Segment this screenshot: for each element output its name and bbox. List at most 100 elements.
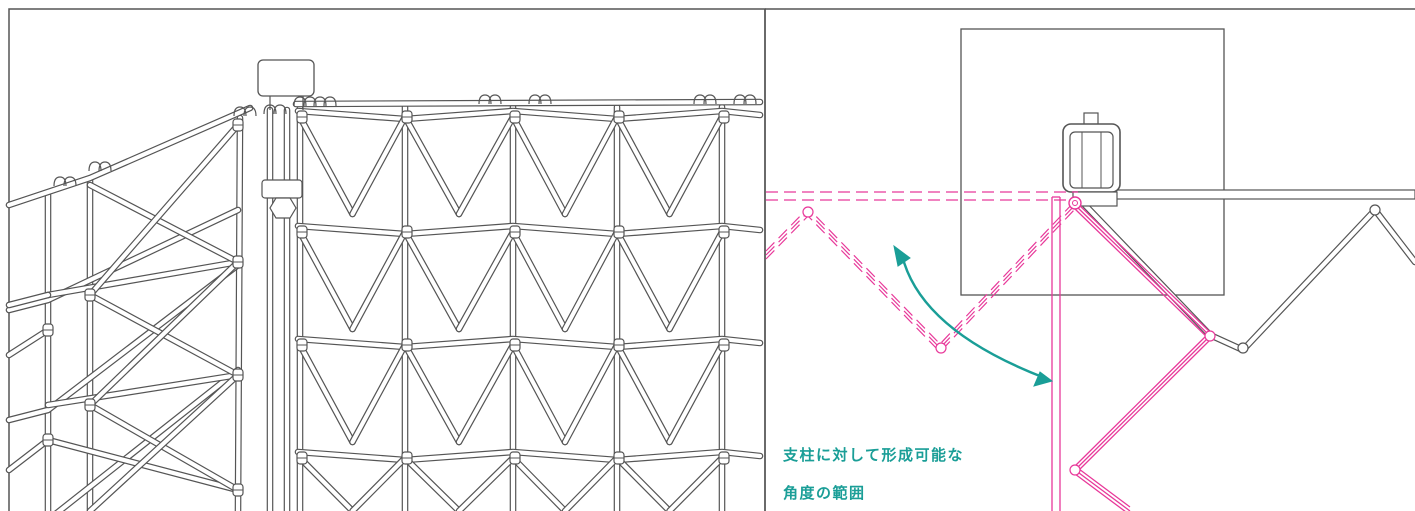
front-diag-b-1-0 — [349, 228, 409, 333]
side-joint-7 — [232, 118, 244, 132]
front-diag-b-0-1-core — [456, 114, 516, 217]
side-top-rail-core — [6, 105, 253, 208]
front-diag-a-0-0 — [296, 113, 356, 218]
top-hook-5 — [733, 94, 757, 105]
side-hook-3 — [263, 104, 287, 115]
grey-hinge-bottom — [1237, 342, 1249, 354]
side-horizontal-rod-1 — [5, 261, 242, 424]
pink-dashed-zigzag-strand-0 — [765, 200, 1076, 345]
front-diag-a-0-1-core — [402, 114, 462, 217]
bracket-plate — [960, 28, 1225, 296]
side-joint-6 — [84, 398, 96, 412]
front-joint-2-1 — [401, 338, 413, 352]
front-diag-a-0-2-core — [510, 114, 568, 217]
front-diag-b-3-0-core — [350, 455, 408, 511]
front-diag-a-0-1 — [401, 113, 463, 218]
pink-solid-zigzag-strand-1 — [1074, 204, 1211, 511]
front-diag-b-3-1 — [455, 454, 517, 511]
front-joint-0-0 — [296, 110, 308, 124]
front-diag-a-0-2 — [509, 113, 569, 218]
front-diag-a-1-0-core — [297, 229, 355, 332]
grey-hinge-top — [1369, 204, 1381, 216]
front-diag-a-1-1-core — [402, 229, 462, 332]
front-joint-2-3 — [613, 338, 625, 352]
front-diag-b-2-1 — [455, 341, 517, 446]
front-diag-a-3-2 — [509, 454, 569, 511]
front-diag-b-3-3 — [666, 454, 726, 511]
front-joint-2-2 — [509, 338, 521, 352]
front-diag-b-2-0 — [349, 341, 409, 446]
front-diag-a-1-0 — [296, 228, 356, 333]
side-joint-4 — [232, 483, 244, 497]
side-hook-2 — [233, 106, 257, 117]
side-row-b — [44, 371, 242, 409]
side-diag-3 — [86, 258, 242, 409]
front-diag-b-3-1-core — [456, 455, 516, 511]
front-diag-b-0-1 — [455, 113, 517, 218]
side-diag-5 — [5, 326, 52, 359]
pink-dashed-zigzag-strand-1 — [765, 204, 1076, 349]
front-diag-b-0-2 — [561, 113, 621, 218]
side-diag-7 — [5, 291, 52, 309]
side-row-a — [44, 258, 242, 299]
side-joint-5 — [84, 288, 96, 302]
front-diag-b-3-3-core — [667, 455, 725, 511]
front-diag-b-1-2-core — [562, 229, 620, 332]
pink-solid-zigzag-strand-2 — [1074, 208, 1211, 511]
front-diag-b-2-2 — [561, 341, 621, 446]
side-hook-0 — [53, 176, 77, 187]
angle-arrowhead-bottom — [1033, 371, 1054, 387]
top-hook-0 — [293, 96, 317, 107]
front-diag-b-0-3 — [666, 113, 726, 218]
front-joint-0-2 — [509, 110, 521, 124]
front-diag-b-1-3-core — [667, 229, 725, 332]
side-diag-7-core — [6, 292, 51, 308]
front-diag-b-2-2-core — [562, 342, 620, 445]
side-diag-4-core — [87, 402, 241, 493]
front-diag-a-2-3-core — [614, 342, 672, 445]
pink-dashed-zigzag-strand-2 — [765, 208, 1076, 353]
front-diag-a-2-2-core — [510, 342, 568, 445]
front-diag-a-2-1-core — [402, 342, 462, 445]
side-joint-1 — [42, 433, 54, 447]
front-joint-3-4 — [718, 451, 730, 465]
front-diag-b-2-1-core — [456, 342, 516, 445]
front-diag-a-1-3-core — [614, 229, 672, 332]
side-joint-2 — [232, 255, 244, 269]
pink-dashed-hinge-top — [802, 206, 814, 218]
front-diag-b-2-0-core — [350, 342, 408, 445]
clamp-inner-body — [1069, 131, 1114, 189]
side-joint-3 — [232, 368, 244, 382]
top-hook-2 — [478, 94, 502, 105]
front-diag-b-0-0-core — [350, 114, 408, 217]
front-joint-3-3 — [613, 451, 625, 465]
corner-post-cap — [257, 59, 315, 97]
front-diag-a-1-2 — [509, 228, 569, 333]
front-diag-a-2-0-core — [297, 342, 355, 445]
front-joint-2-4 — [718, 338, 730, 352]
annotation-line-1: 支柱に対して形成可能な — [783, 446, 965, 464]
side-vertical-rod-2 — [234, 114, 244, 511]
grey-zigzag-wire-outline — [1081, 201, 1415, 354]
right-wire-diagram — [765, 112, 1415, 511]
front-joint-1-2 — [509, 225, 521, 239]
side-diag-5-core — [6, 327, 51, 358]
front-diag-b-2-3-core — [667, 342, 725, 445]
front-diag-b-1-1-core — [456, 229, 516, 332]
front-diag-a-2-0 — [296, 341, 356, 446]
front-diag-a-3-2-core — [510, 455, 568, 511]
front-top-rail — [292, 98, 764, 108]
front-diag-b-1-2 — [561, 228, 621, 333]
front-diag-b-1-3 — [666, 228, 726, 333]
angle-range-annotation: 支柱に対して形成可能な 角度の範囲 — [783, 436, 1023, 511]
front-diag-b-0-3-core — [667, 114, 725, 217]
front-joint-1-3 — [613, 225, 625, 239]
side-diag-1-core — [87, 122, 241, 298]
angle-range-arc — [900, 254, 1046, 380]
grey-zigzag-wire — [1081, 201, 1415, 354]
front-diag-a-0-3-core — [614, 114, 672, 217]
front-joint-3-1 — [401, 451, 413, 465]
front-diag-a-0-0-core — [297, 114, 355, 217]
